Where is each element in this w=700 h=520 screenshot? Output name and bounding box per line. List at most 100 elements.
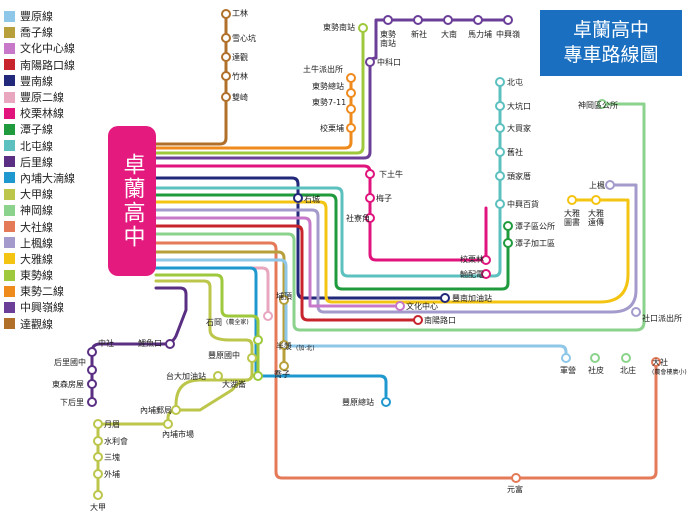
legend-swatch [4, 123, 15, 135]
legend-swatch [4, 26, 15, 38]
legend-item[interactable]: 內埔大湳線 [4, 170, 122, 186]
legend-label: 東勢二線 [20, 285, 64, 299]
legend-item[interactable]: 南陽路口線 [4, 57, 122, 73]
stop-label: 潭子區公所 [515, 222, 555, 231]
route-wenhua [154, 216, 402, 308]
stop-label: (加·北) [296, 345, 315, 352]
stop-label: 社皮 [588, 366, 604, 375]
legend-swatch [4, 75, 15, 87]
route-shangfeng [154, 183, 638, 314]
route-jiaolilin [154, 164, 488, 262]
legend-label: 達觀線 [20, 317, 53, 331]
stop-label: 上楓 [589, 181, 605, 190]
stop-label: (農會樓廣小) [652, 369, 687, 376]
stop-label: 鯉魚口 [138, 339, 162, 348]
legend-item[interactable]: 喬子線 [4, 24, 122, 40]
legend-label: 大社線 [20, 220, 53, 234]
legend-item[interactable]: 東勢線 [4, 267, 122, 283]
route-legend: 豐原線 喬子線 文化中心線 南陽路口線 豐南線 豐原二線 校栗林線 潭子線 北屯… [4, 8, 122, 332]
legend-swatch [4, 42, 15, 54]
legend-label: 南陽路口線 [20, 58, 75, 72]
route-daya [154, 198, 630, 304]
route-nanyang [154, 224, 420, 322]
legend-item[interactable]: 達觀線 [4, 316, 122, 332]
school-hub[interactable]: 卓蘭高中 [108, 126, 156, 276]
legend-item[interactable]: 東勢二線 [4, 283, 122, 299]
legend-swatch [4, 10, 15, 22]
stop-label: 東勢 南站 [380, 30, 396, 48]
stop-label: 下后里 [60, 398, 84, 407]
stop-label: 內埔市場 [162, 430, 194, 439]
stop-label: 輸配電 [460, 270, 484, 279]
route-fengyuan2 [154, 266, 270, 318]
school-hub-label: 卓蘭高中 [119, 153, 145, 249]
legend-swatch [4, 318, 15, 330]
route-beitun [154, 80, 502, 278]
stop-label: 月眉 [104, 420, 120, 429]
stop-label: 三塊 [104, 453, 120, 462]
stop-label: 大社 [652, 358, 668, 367]
legend-label: 大甲線 [20, 188, 53, 202]
stop-label: 豐原總站 [342, 398, 374, 407]
legend-swatch [4, 204, 15, 216]
stop-label: 喬子 [274, 370, 290, 379]
stop-label: 大坑口 [507, 102, 531, 111]
route-dongshi2 [154, 76, 353, 150]
stop-label: (農全家) [226, 319, 249, 326]
legend-swatch [4, 269, 15, 281]
legend-swatch [4, 172, 15, 184]
legend-item[interactable]: 大雅線 [4, 251, 122, 267]
stop-label: 中興嶺 [496, 30, 520, 39]
route-daguan [154, 10, 228, 146]
stop-label: 大甲 [90, 503, 106, 512]
route-dongshi-branch [154, 273, 260, 378]
legend-item[interactable]: 文化中心線 [4, 40, 122, 56]
stop-label: 中興百貨 [507, 200, 539, 209]
legend-item[interactable]: 校栗林線 [4, 105, 122, 121]
stop-label: 馬力埔 [468, 30, 492, 39]
legend-item[interactable]: 北屯線 [4, 138, 122, 154]
stop-label: 梅子 [376, 194, 392, 203]
route-dongshi [154, 26, 365, 155]
legend-item[interactable]: 豐原二線 [4, 89, 122, 105]
stop-label: 雪心坑 [232, 34, 256, 43]
legend-swatch [4, 59, 15, 71]
stop-label: 社寮角 [346, 214, 370, 223]
route-dashe [154, 241, 658, 480]
stop-label: 外埔 [104, 470, 120, 479]
legend-swatch [4, 91, 15, 103]
legend-label: 潭子線 [20, 123, 53, 137]
stop-label: 北庄 [620, 366, 636, 375]
legend-item[interactable]: 后里線 [4, 154, 122, 170]
legend-item[interactable]: 大甲線 [4, 186, 122, 202]
legend-label: 上楓線 [20, 236, 53, 250]
legend-item[interactable]: 上楓線 [4, 235, 122, 251]
stop-label: 半漿 [276, 342, 292, 351]
stop-label: 潭子加工區 [515, 239, 555, 248]
stop-label: 大湖崙 [222, 380, 246, 389]
legend-label: 豐原線 [20, 10, 53, 24]
legend-swatch [4, 301, 15, 313]
legend-label: 豐原二線 [20, 91, 64, 105]
legend-label: 中興嶺線 [20, 301, 64, 315]
legend-item[interactable]: 大社線 [4, 218, 122, 234]
stop-label: 元富 [507, 485, 523, 494]
legend-item[interactable]: 豐原線 [4, 8, 122, 24]
legend-label: 神岡線 [20, 204, 53, 218]
legend-item[interactable]: 潭子線 [4, 121, 122, 137]
legend-swatch [4, 156, 15, 168]
legend-label: 喬子線 [20, 26, 53, 40]
legend-label: 豐南線 [20, 74, 53, 88]
route-shengang [154, 102, 646, 332]
legend-item[interactable]: 神岡線 [4, 202, 122, 218]
stop-label: 社口派出所 [642, 314, 682, 323]
legend-swatch [4, 188, 15, 200]
legend-item[interactable]: 豐南線 [4, 73, 122, 89]
legend-swatch [4, 253, 15, 265]
stop-label: 台大加油站 [166, 372, 206, 381]
stop-label: 頭家厝 [507, 172, 531, 181]
stop-label: 東森房屋 [52, 380, 84, 389]
stop-label: 南陽路口 [424, 316, 456, 325]
legend-label: 文化中心線 [20, 42, 75, 56]
legend-item[interactable]: 中興嶺線 [4, 299, 122, 315]
